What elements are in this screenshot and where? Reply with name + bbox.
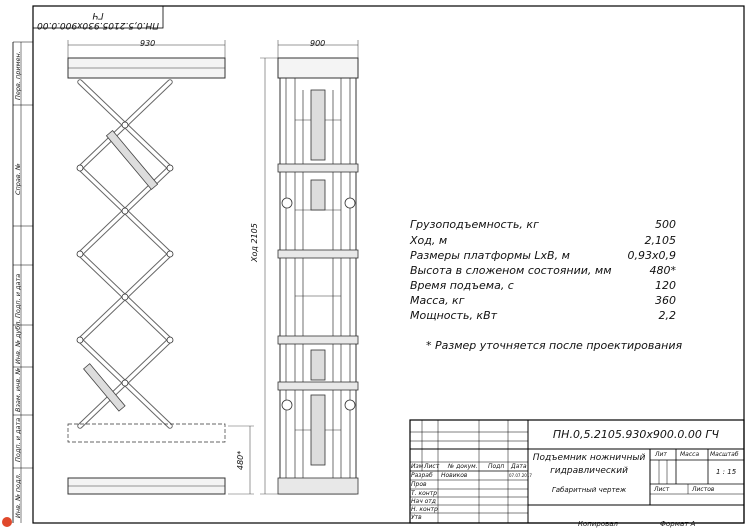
product-name-2: гидравлический	[550, 466, 628, 476]
spec-label-power: Мощность, кВт	[410, 309, 498, 322]
developer-name: Новиков	[441, 472, 468, 479]
rev-izm: Изм	[411, 463, 424, 470]
rev-list: Лист	[424, 463, 440, 470]
copied-label: Копировал	[578, 520, 618, 528]
spec-value-mass: 360	[655, 294, 676, 307]
doc-type: Габаритный чертеж	[551, 486, 627, 494]
rev-date: Дата	[511, 463, 527, 470]
corner-marker-icon	[2, 517, 12, 527]
spec-value-closed-height: 480*	[649, 264, 677, 277]
spec-value-stroke: 2,105	[644, 234, 677, 247]
dim-stroke: Ход 2105	[250, 223, 259, 262]
sheets-label: Листов	[692, 486, 715, 493]
spec-value-platform: 0,93x0,9	[627, 249, 677, 262]
side-view	[67, 40, 254, 495]
spec-value-lift-time: 120	[655, 279, 676, 292]
spec-value-power: 2,2	[658, 309, 677, 322]
role-razrab: Разраб	[411, 472, 433, 479]
side-stamp-vzam: Взам. инв. №	[14, 367, 22, 412]
side-stamp-podp2: Подп. и дата	[14, 417, 22, 462]
sheet-label: Лист	[654, 486, 670, 493]
product-name-1: Подъемник ножничный	[532, 453, 646, 463]
side-stamp-inv: Инв. № подл.	[14, 473, 22, 518]
role-prov: Пров	[411, 481, 427, 488]
designation: ПН.0,5.2105.930х900.0.00 ГЧ	[552, 428, 720, 441]
top-stamp: ПН.0,5.2105.930x900.0.00 ГЧ	[37, 10, 159, 30]
spec-label-mass: Масса, кг	[410, 294, 465, 307]
dim-width-front: 900	[310, 39, 326, 48]
side-stamp-perv: Перв. примен.	[14, 51, 22, 100]
col-lit: Лит	[655, 451, 667, 458]
spec-label-closed-height: Высота в сложеном состоянии, мм	[410, 264, 612, 277]
side-stamp-podp1: Подп. и дата	[14, 273, 22, 318]
spec-label-lift-time: Время подъема, с	[410, 279, 514, 292]
spec-label-platform: Размеры платформы LxB, м	[410, 249, 570, 262]
spec-note: * Размер уточняется после проектирования	[426, 339, 683, 352]
dim-closed-height: 480*	[236, 450, 245, 470]
rev-doc: № докум.	[448, 463, 478, 470]
sheet-frame	[12, 5, 745, 524]
spec-value-capacity: 500	[655, 218, 676, 231]
dim-width-side: 930	[140, 39, 156, 48]
title-block	[409, 419, 745, 524]
developer-date: 07.07.2017	[509, 473, 532, 478]
format-label: Формат A	[660, 520, 696, 528]
scale-value: 1 : 15	[716, 468, 737, 476]
rev-sign: Подп	[488, 463, 505, 470]
side-stamp-dubl: Инв. № дубл.	[14, 319, 22, 364]
col-scale: Масштаб	[710, 451, 739, 458]
role-utv: Утв	[411, 514, 422, 521]
col-mass: Масса	[680, 451, 700, 458]
front-view	[260, 40, 359, 495]
spec-label-stroke: Ход, м	[410, 234, 448, 247]
role-nachotd: Нач отд	[411, 498, 436, 505]
role-nkontr: Н. контр	[411, 506, 438, 513]
spec-label-capacity: Грузоподъемность, кг	[410, 218, 539, 231]
side-stamp-sprav: Справ. №	[14, 163, 22, 195]
role-tkontr: Т. контр	[411, 490, 438, 497]
